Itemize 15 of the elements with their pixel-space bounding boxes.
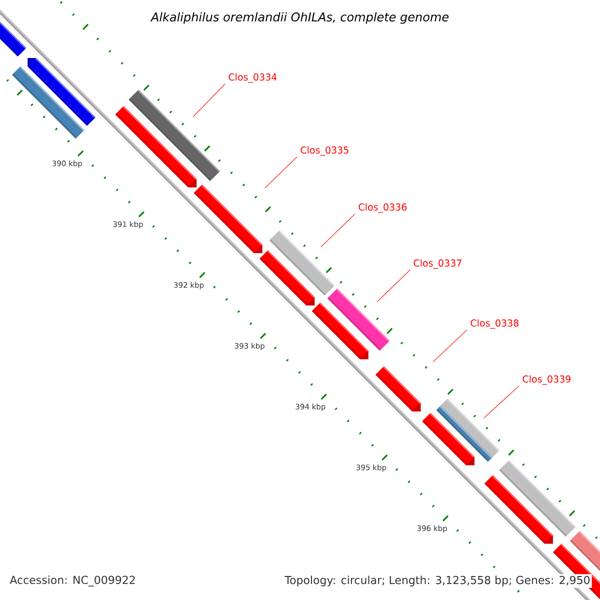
gene-label: Clos_0338 — [470, 319, 518, 329]
gene-label: Clos_0334 — [228, 73, 277, 83]
leader-line — [264, 156, 298, 188]
gene-label: Clos_0336 — [358, 203, 407, 213]
leader-line — [432, 330, 468, 362]
title: Alkaliphilus oremlandii OhILAs, complete genome — [150, 12, 449, 24]
gene-label: Clos_0337 — [414, 259, 462, 269]
leader-line — [376, 270, 410, 302]
gene-label: Clos_0335 — [300, 146, 348, 156]
leader-line — [192, 84, 226, 118]
footer-text: Accession: NC_009922 — [8, 574, 138, 588]
footer-text: Topology: circular; Length: 3,123,558 bp; Genes: 2,950 — [283, 574, 592, 588]
leader-line — [320, 214, 356, 248]
leader-line — [484, 386, 520, 418]
gene-label: Clos_0339 — [522, 375, 570, 385]
